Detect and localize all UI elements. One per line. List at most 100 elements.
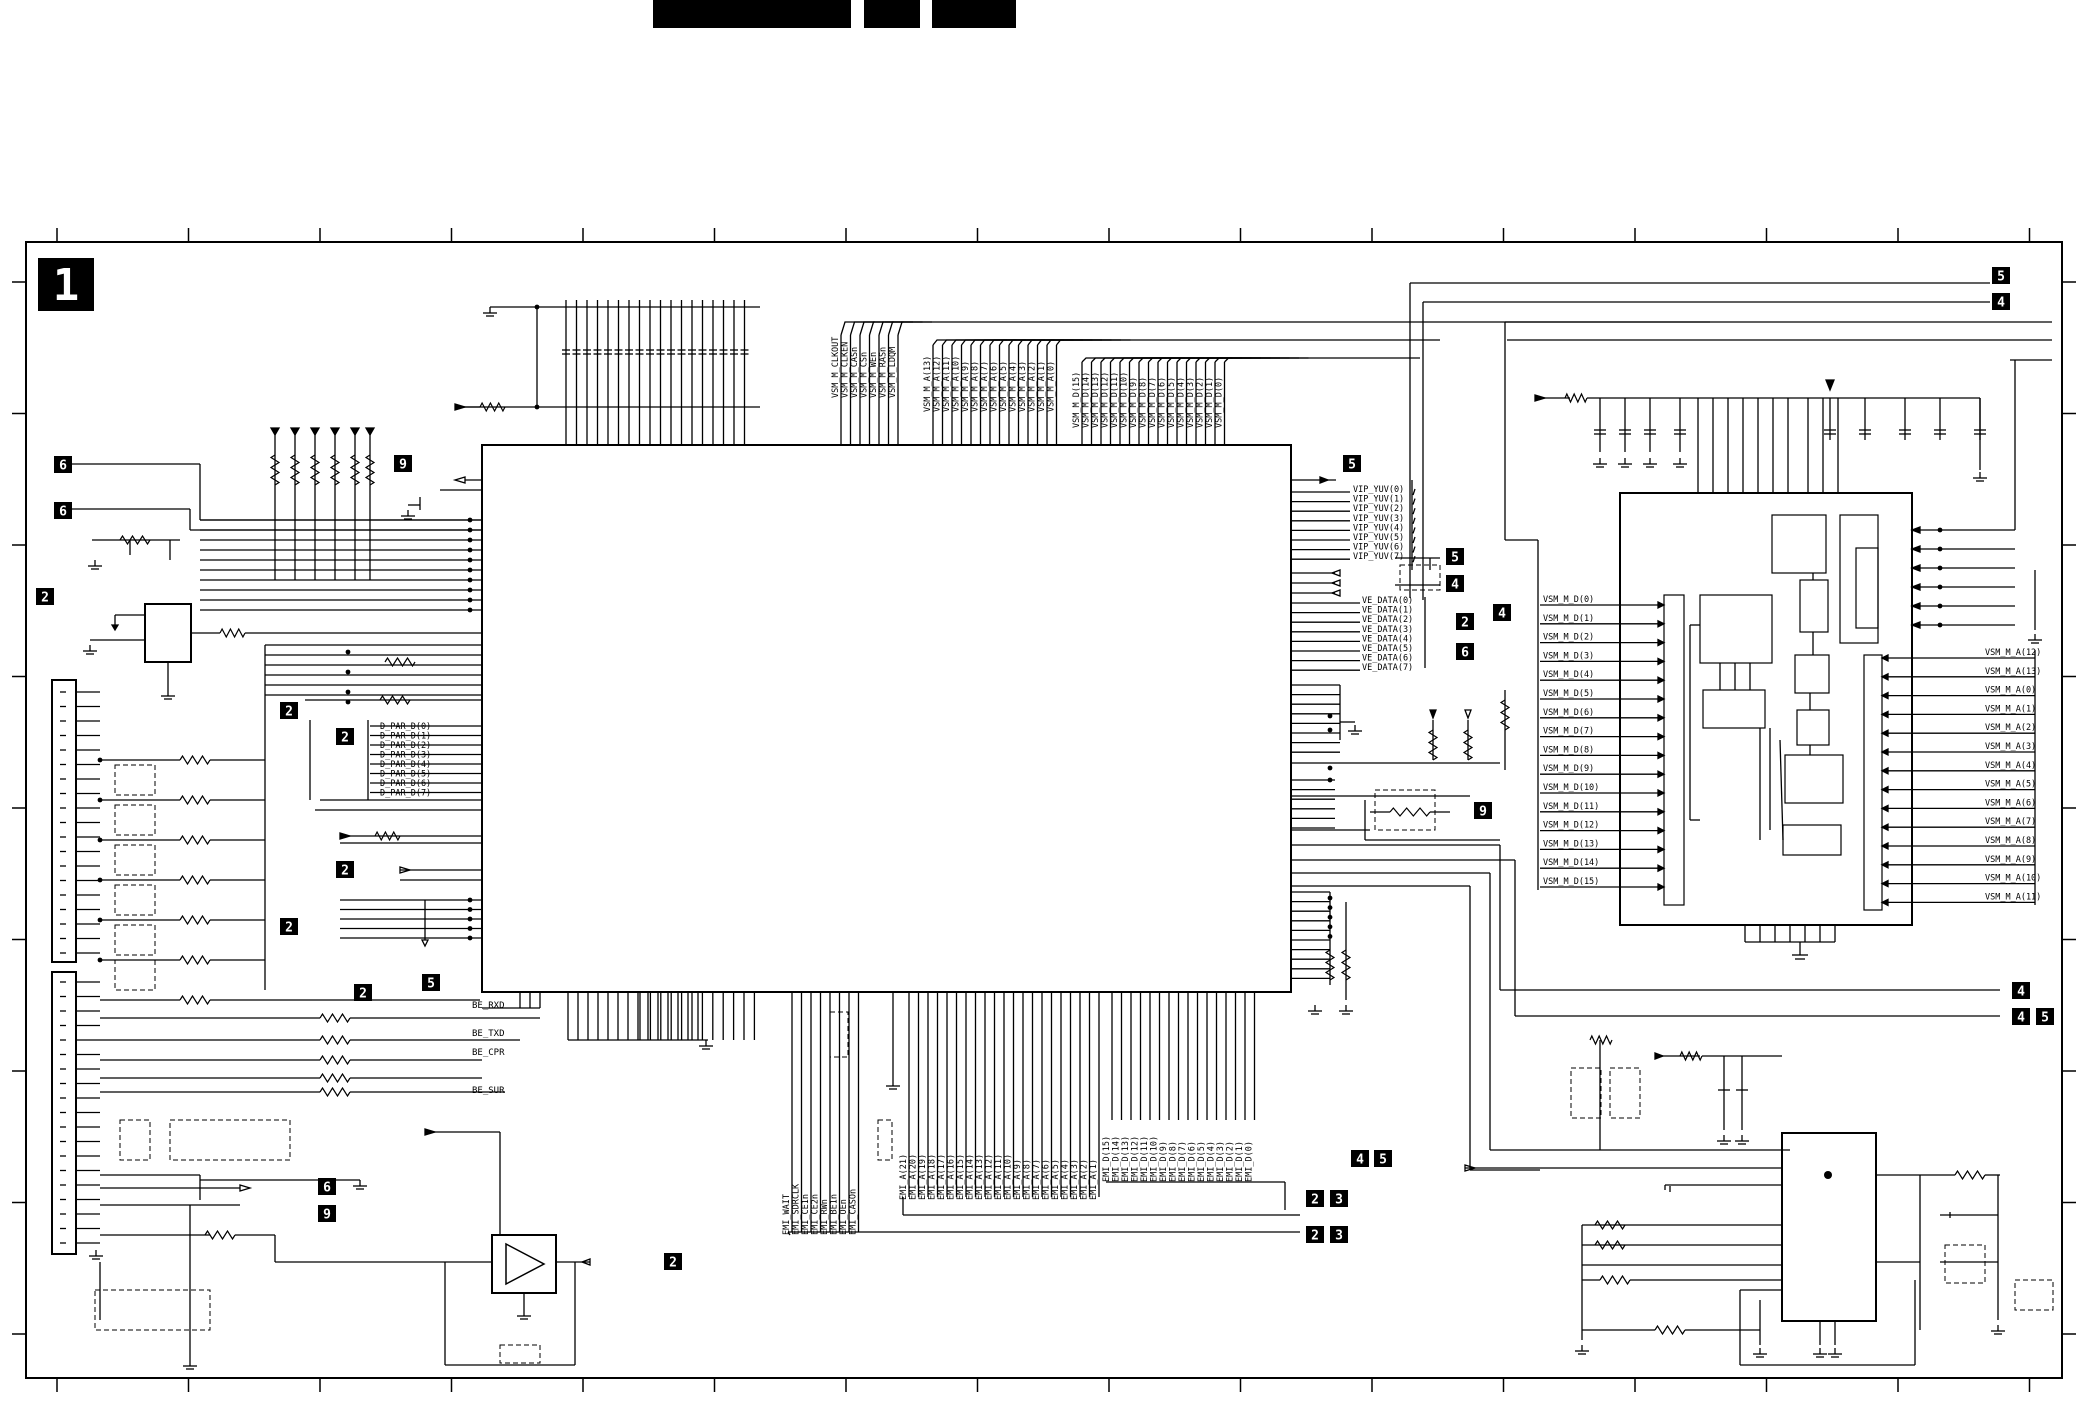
svg-text:5: 5: [1451, 551, 1459, 566]
resistor: [319, 1054, 351, 1066]
badge-6: 6: [1456, 643, 1474, 661]
net-label: VSM_M_D(5): [1167, 377, 1177, 428]
net-label: VSM_M_D(11): [1543, 802, 1599, 812]
net-label: VSM_M_A(3): [1018, 361, 1028, 412]
net-label: EMI_D(8): [1169, 1141, 1179, 1182]
svg-text:2: 2: [1311, 1229, 1319, 1244]
net-label: VSM_M_CLKEN: [841, 342, 851, 398]
net-label: VSM_M_D(7): [1148, 377, 1158, 428]
net-label: EMI_A(20): [909, 1154, 919, 1200]
resistor: [1679, 1050, 1703, 1062]
net-label: VSM_M_A(5): [999, 361, 1009, 412]
badge-5: 5: [1374, 1150, 1392, 1168]
sheet-number-box: [38, 258, 94, 311]
net-label: VSM_M_A(10): [952, 356, 962, 412]
resistor: [1389, 807, 1431, 817]
resistor: [179, 874, 211, 886]
wires: [60, 282, 2052, 1370]
net-label: VSM_M_D(4): [1543, 670, 1594, 680]
sdram-ic: [1619, 492, 1913, 926]
net-label: EMI_D(13): [1121, 1136, 1131, 1182]
grid-ticks: [12, 228, 2076, 1392]
resistor: [179, 954, 211, 966]
net-label: VE_DATA(4): [1362, 634, 1413, 644]
net-label: EMI_A(5): [1051, 1159, 1061, 1200]
header-block: [864, 0, 920, 28]
net-label: EMI_A(9): [1013, 1159, 1023, 1200]
net-label: VSM_M_A(11): [942, 356, 952, 412]
resistor: [289, 454, 301, 486]
resistor: [384, 656, 416, 668]
svg-text:9: 9: [1479, 805, 1487, 820]
net-label: VE_DATA(5): [1362, 644, 1413, 654]
net-label: VSM_M_A(9): [1985, 855, 2036, 865]
net-label: EMI_BE1n: [830, 1194, 840, 1235]
net-label: VIP_YUV(5): [1353, 533, 1404, 543]
net-label: D_PAR_D(1): [380, 732, 431, 742]
net-label: EMI_D(12): [1131, 1136, 1141, 1182]
net-label: VSM_M_LDQM: [888, 347, 898, 398]
net-label: VSM_M_A(4): [1009, 361, 1019, 412]
net-label: VSM_M_A(9): [961, 361, 971, 412]
net-label: EMI_A(6): [1042, 1159, 1052, 1200]
net-label: EMI_SDRCLK: [792, 1183, 802, 1235]
main-ic: [481, 444, 1292, 993]
net-label: VSM_M_D(15): [1072, 372, 1082, 428]
net-label: VSM_M_D(0): [1543, 595, 1594, 605]
resistor: [1599, 1274, 1631, 1286]
net-label: EMI_CE2n: [811, 1194, 821, 1235]
svg-text:6: 6: [59, 505, 67, 520]
svg-text:2: 2: [359, 987, 367, 1002]
resistor: [1654, 1324, 1686, 1336]
aux-ic: [1781, 1132, 1877, 1322]
resistor: [374, 830, 401, 842]
svg-text:2: 2: [341, 864, 349, 879]
badge-4: 4: [1446, 575, 1464, 593]
net-label: EMI_A(16): [947, 1154, 957, 1200]
net-label: VSM_M_A(3): [1985, 742, 2036, 752]
net-label: EMI_WAIT: [782, 1194, 792, 1235]
net-label: VSM_M_A(1): [1985, 704, 2036, 714]
svg-text:2: 2: [1461, 616, 1469, 631]
connector-upper: [51, 679, 77, 963]
net-label: VIP_YUV(2): [1353, 504, 1404, 514]
badge-5: 5: [422, 974, 440, 992]
svg-text:5: 5: [2041, 1011, 2049, 1026]
badge-2: 2: [1456, 613, 1474, 631]
net-label: VIP_YUV(7): [1353, 552, 1404, 562]
dashed-parts: [94, 564, 2054, 1364]
net-label: VSM_M_D(10): [1120, 372, 1130, 428]
sdram-internals: [1663, 514, 1883, 911]
net-label: VSM_M_A(6): [990, 361, 1000, 412]
junctions: [97, 304, 1943, 963]
net-label: EMI_CASOn: [849, 1189, 859, 1235]
net-label: VIP_YUV(6): [1353, 543, 1404, 553]
resistor: [1954, 1169, 1986, 1181]
resistor: [1499, 699, 1511, 731]
net-label: VSM_M_D(3): [1186, 377, 1196, 428]
net-label: EMI_D(0): [1245, 1141, 1255, 1182]
net-label: VSM_M_A(1): [1037, 361, 1047, 412]
net-label: VSM_M_D(1): [1205, 377, 1215, 428]
net-label: EMI_A(8): [1023, 1159, 1033, 1200]
net-label: EMI_OEn: [839, 1199, 849, 1235]
resistor: [319, 1034, 351, 1046]
resistor: [319, 1072, 351, 1084]
net-label: VSM_M_A(0): [1985, 686, 2036, 696]
net-label: VSM_M_D(3): [1543, 651, 1594, 661]
net-label: VSM_M_WEn: [869, 352, 879, 398]
resistor: [1324, 949, 1336, 981]
net-label: VSM_M_D(13): [1091, 372, 1101, 428]
net-label: EMI_A(10): [1004, 1154, 1014, 1200]
badge-4: 4: [2012, 982, 2030, 1000]
net-label: EMI_A(19): [918, 1154, 928, 1200]
resistor: [179, 794, 211, 806]
svg-text:4: 4: [1997, 296, 2005, 311]
svg-text:5: 5: [1379, 1153, 1387, 1168]
net-label: VSM_M_A(2): [1028, 361, 1038, 412]
svg-text:2: 2: [341, 731, 349, 746]
resistor: [349, 454, 361, 486]
badge-9: 9: [394, 455, 412, 473]
resistor: [309, 454, 321, 486]
